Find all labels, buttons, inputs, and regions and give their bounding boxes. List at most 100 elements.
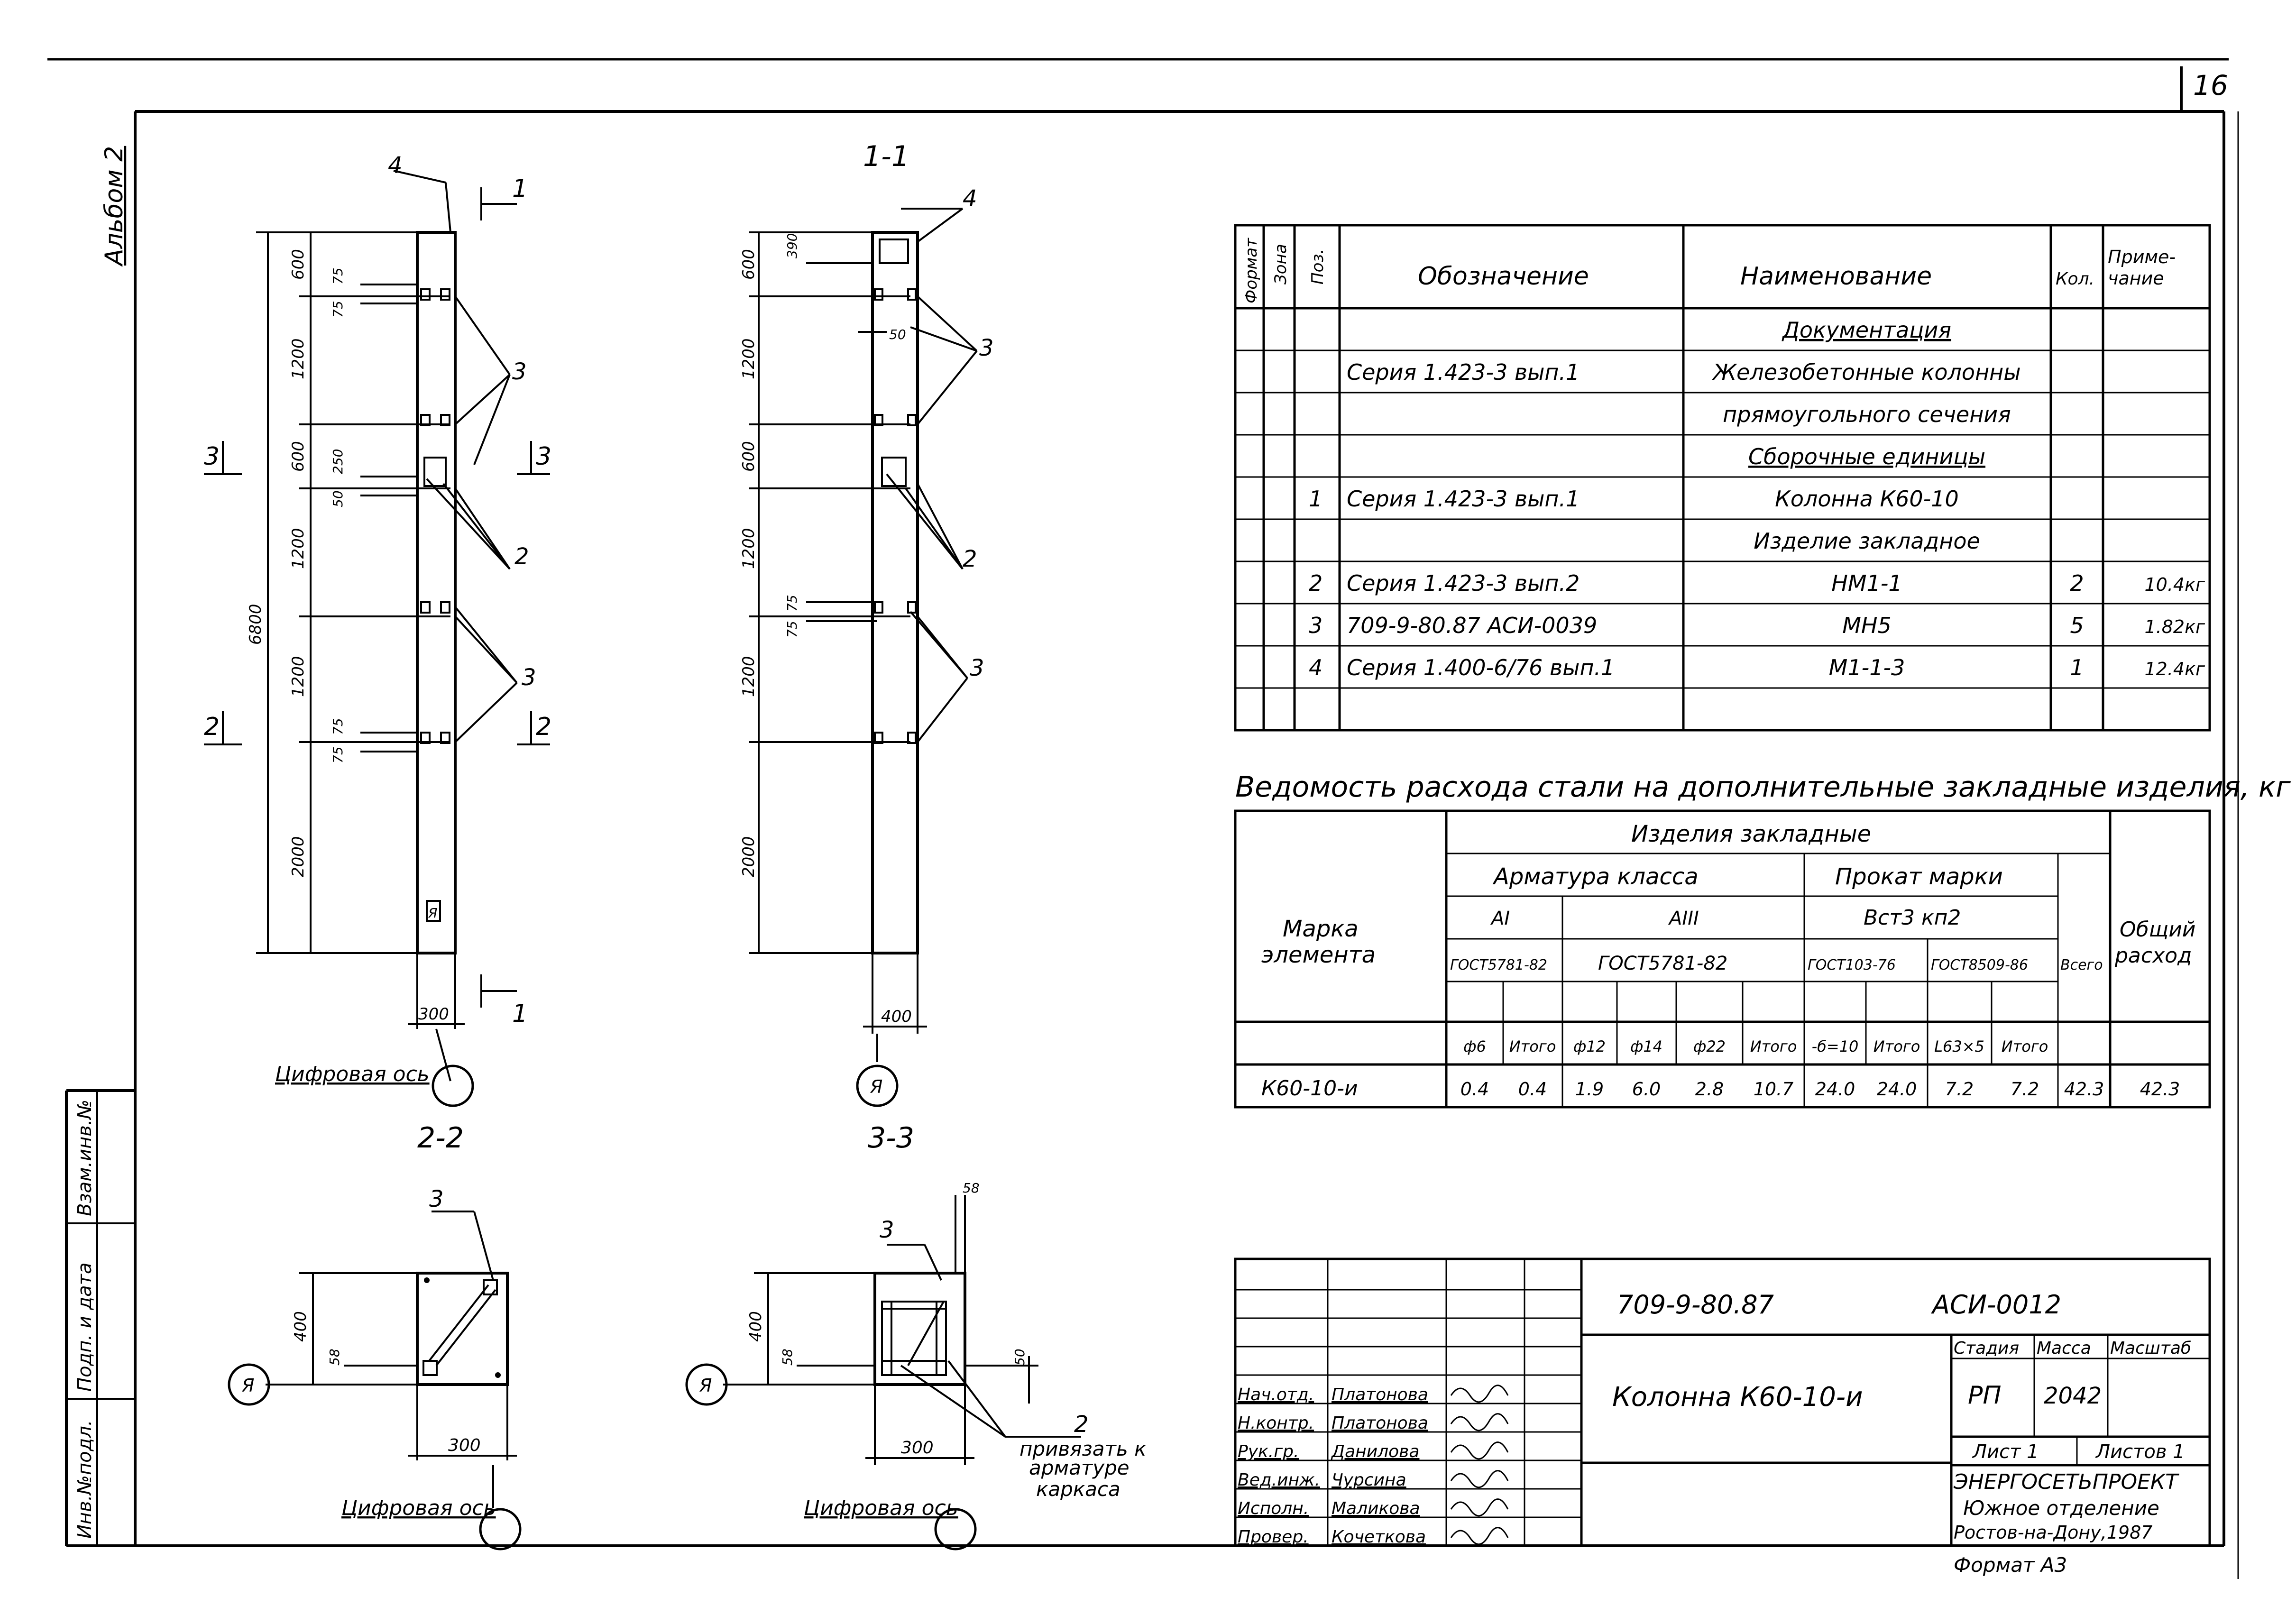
cut-mark-2-right: 2	[536, 713, 551, 741]
s11-dim-600-top: 600	[739, 249, 758, 280]
section-1-1-title: 1-1	[863, 140, 909, 173]
side-stamp-replace: Взам.инв.№	[74, 1100, 96, 1216]
steel-sub-header: ф14	[1630, 1037, 1662, 1055]
dim-75-c: 75	[330, 718, 346, 735]
spec-row-pos: 3	[1309, 613, 1322, 638]
sheet-number: 16	[2193, 69, 2228, 101]
spec-row-designation: Серия 1.423-3 вып.1	[1347, 486, 1580, 512]
s11-dim-1200-b: 1200	[739, 528, 758, 569]
steel-table: Ведомость расхода стали на дополнительны…	[1234, 771, 2291, 1109]
dim-1200-b: 1200	[289, 528, 308, 569]
steel-h-mark-2: элемента	[1261, 942, 1376, 968]
spec-row-pos: 1	[1309, 486, 1322, 512]
tb-person: Платонова	[1332, 1385, 1428, 1404]
s33-dim-50: 50	[1012, 1349, 1028, 1366]
album-label: Альбом 2	[100, 146, 129, 267]
tb-dept: Южное отделение	[1963, 1496, 2159, 1520]
dim-600-top: 600	[289, 249, 308, 280]
dim-1200-c: 1200	[289, 656, 308, 697]
dim-75-a: 75	[330, 267, 346, 284]
cut-mark-3-right: 3	[536, 442, 551, 471]
steel-sub-header: Итого	[2002, 1037, 2048, 1055]
signature	[1450, 1470, 1509, 1488]
s33-note-line3: каркаса	[1036, 1477, 1120, 1501]
section-3-3: 3-3 3 58 400 58	[685, 1121, 1147, 1551]
s11-dim-75-b: 75	[784, 621, 800, 638]
steel-h-gost3: ГОСТ103-76	[1808, 957, 1896, 973]
steel-h-rolled: Прокат марки	[1835, 863, 2003, 890]
callout-2: 2	[514, 543, 529, 570]
steel-row-value: 0.4	[1460, 1079, 1489, 1100]
spec-h-zone: Зона	[1271, 244, 1290, 284]
steel-h-total-2: расход	[2114, 944, 2192, 968]
steel-row-value: 10.7	[1754, 1079, 1794, 1100]
column-elevation: 600 1200 600 1200 1200 2000 6800 75 75 2…	[204, 152, 551, 1107]
spec-row-designation: Серия 1.400-6/76 вып.1	[1347, 655, 1615, 680]
tb-mass: 2042	[2044, 1383, 2102, 1409]
dim-75-b: 75	[330, 301, 346, 318]
tb-person: Маликова	[1332, 1499, 1420, 1518]
spec-h-qty: Кол.	[2056, 269, 2094, 289]
s22-axis-mark: Я	[241, 1375, 254, 1396]
spec-row-pos: 2	[1309, 570, 1322, 596]
cut-mark-2-left: 2	[204, 713, 220, 741]
spec-h-note-2: чание	[2108, 268, 2164, 289]
dim-1200-a: 1200	[289, 338, 308, 379]
tb-name: Колонна К60-10-и	[1612, 1382, 1863, 1413]
steel-h-gost4: ГОСТ8509-86	[1931, 957, 2028, 973]
tb-sheet: Лист 1	[1972, 1441, 2039, 1463]
tb-stage: РП	[1968, 1381, 2001, 1410]
steel-h-a3: АIII	[1668, 908, 1699, 929]
s33-axis-label: Цифровая ось	[804, 1496, 958, 1520]
steel-h-rebar: Арматура класса	[1492, 863, 1699, 890]
steel-h-gost1: ГОСТ5781-82	[1450, 957, 1547, 973]
tb-stage-h: Стадия	[1954, 1339, 2019, 1358]
spec-row-designation: Серия 1.423-3 вып.1	[1347, 359, 1580, 385]
s33-dim-400: 400	[746, 1311, 765, 1342]
steel-sub-header: ф12	[1573, 1037, 1606, 1055]
s11-callout-3-bottom: 3	[970, 655, 984, 681]
signature	[1450, 1527, 1509, 1545]
callout-3-bottom: 3	[522, 664, 536, 691]
s11-callout-2: 2	[963, 546, 977, 572]
steel-row-value: 6.0	[1632, 1079, 1661, 1100]
s11-dim-2000: 2000	[739, 836, 758, 877]
steel-row-value: 24.0	[1815, 1079, 1855, 1100]
s11-axis-mark: Я	[870, 1076, 882, 1097]
tb-code: 709-9-80.87	[1617, 1290, 1774, 1320]
s33-callout-3: 3	[880, 1217, 894, 1243]
spec-h-pos: Поз.	[1308, 249, 1327, 284]
s33-note-line1: привязать к	[1019, 1437, 1147, 1460]
spec-row-name: Железобетонные колонны	[1711, 359, 2020, 385]
tb-role: Провер.	[1238, 1527, 1309, 1547]
steel-row-value: 1.9	[1575, 1079, 1604, 1100]
steel-sub-header: ф6	[1463, 1037, 1486, 1055]
steel-sub-header: Итого	[1750, 1037, 1797, 1055]
dim-50: 50	[330, 490, 346, 507]
s22-dim-300: 300	[448, 1436, 481, 1455]
section-2-2-title: 2-2	[417, 1121, 464, 1155]
steel-h-gost2: ГОСТ5781-82	[1598, 953, 1727, 974]
spec-row-pos: 4	[1309, 655, 1322, 680]
s22-dim-400: 400	[291, 1311, 310, 1342]
spec-row-qty: 5	[2070, 613, 2084, 638]
section-2-2: 2-2 3 400 58 300 Я Цифровая ось	[228, 1121, 522, 1551]
cut-mark-3-left: 3	[204, 442, 220, 471]
s33-note-line2: арматуре	[1029, 1456, 1130, 1479]
tb-person: Чурсина	[1332, 1470, 1406, 1490]
spec-h-name: Наименование	[1740, 262, 1932, 291]
steel-row-mark: К60-10-и	[1261, 1076, 1358, 1101]
spec-row-name: М1-1-3	[1829, 655, 1905, 680]
axis-label-elevation: Цифровая ось	[275, 1062, 430, 1086]
s11-dim-50: 50	[889, 327, 906, 342]
steel-h-mark-1: Марка	[1283, 916, 1359, 942]
steel-sub-header: Итого	[1874, 1037, 1920, 1055]
steel-row-value: 42.3	[2064, 1079, 2104, 1100]
steel-sub-header: -б=10	[1812, 1037, 1859, 1055]
steel-h-vst: Вст3 кп2	[1864, 906, 1961, 930]
cut-mark-1-top: 1	[512, 174, 528, 203]
dim-75-d: 75	[330, 746, 346, 763]
section-1-1: 1-1	[739, 140, 994, 1107]
s11-dim-1200-c: 1200	[739, 656, 758, 697]
tb-role: Исполн.	[1238, 1499, 1309, 1518]
